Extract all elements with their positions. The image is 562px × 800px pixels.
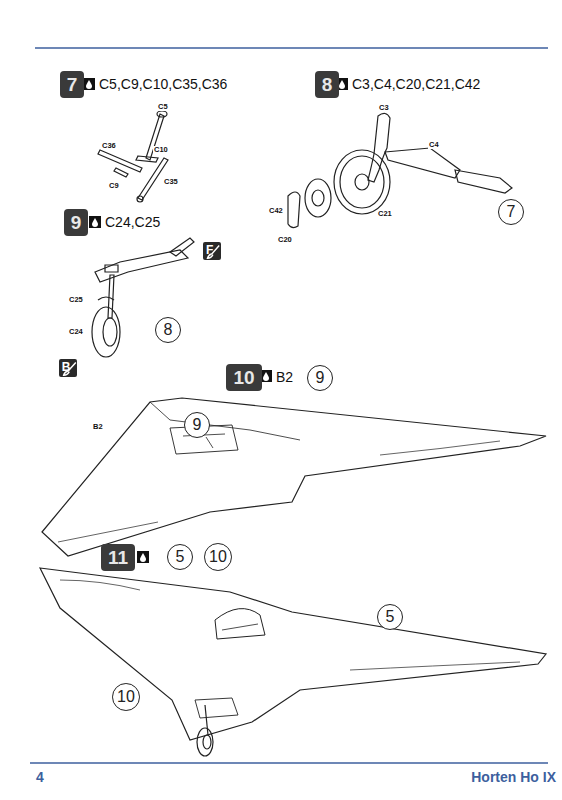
node-text: 7 (67, 75, 78, 94)
node-text: 5 (386, 609, 395, 625)
step-number: 10 (226, 364, 261, 391)
part-label: C36 (101, 142, 117, 150)
callout-number: 5 (167, 544, 193, 570)
paint-code: B (59, 359, 78, 377)
step-number: 11 (101, 544, 135, 571)
node-text: 11 (108, 548, 128, 567)
callout-number: 7 (498, 199, 524, 225)
part-label: C4 (428, 141, 440, 149)
part-list: B2 (276, 370, 293, 384)
callout-number: 5 (377, 604, 403, 630)
node-text: 9 (71, 213, 82, 232)
paint-code: F (203, 242, 221, 260)
callout-number: 8 (155, 317, 181, 343)
part-label: C42 (268, 207, 284, 215)
node-text: 10 (209, 549, 227, 565)
part-list: C24,C25 (105, 215, 160, 229)
model-name: Horten Ho IX (471, 770, 556, 784)
part-label: B2 (92, 423, 104, 431)
part-label: C24 (68, 328, 84, 336)
node-text: 8 (322, 75, 333, 94)
node-text: 9 (316, 370, 325, 386)
step-number: 7 (60, 71, 85, 98)
callout-number: 10 (204, 543, 232, 571)
step-number: 8 (315, 71, 340, 98)
callout-number: 9 (307, 365, 333, 391)
part-list: C5,C9,C10,C35,C36 (99, 77, 227, 91)
part-label: C9 (108, 182, 120, 190)
part-label: C5 (157, 103, 169, 111)
part-label: C20 (277, 236, 293, 244)
step-number: 9 (64, 209, 89, 236)
page-number: 4 (36, 770, 44, 784)
node-text: 9 (193, 417, 202, 433)
node-text: 7 (507, 204, 516, 220)
part-label: C35 (163, 178, 179, 186)
part-list: C3,C4,C20,C21,C42 (352, 77, 480, 91)
part-label: C21 (377, 210, 393, 218)
node-text: 5 (176, 549, 185, 565)
part-label: C25 (68, 296, 84, 304)
node-text: B (62, 361, 71, 373)
node-text: 8 (164, 322, 173, 338)
node-text: F (206, 244, 213, 256)
node-text: 10 (117, 689, 135, 705)
callout-number: 9 (184, 412, 210, 438)
part-label: C3 (378, 104, 390, 112)
part-label: C10 (153, 146, 169, 154)
callout-number: 10 (112, 683, 140, 711)
node-text: 10 (233, 368, 254, 387)
